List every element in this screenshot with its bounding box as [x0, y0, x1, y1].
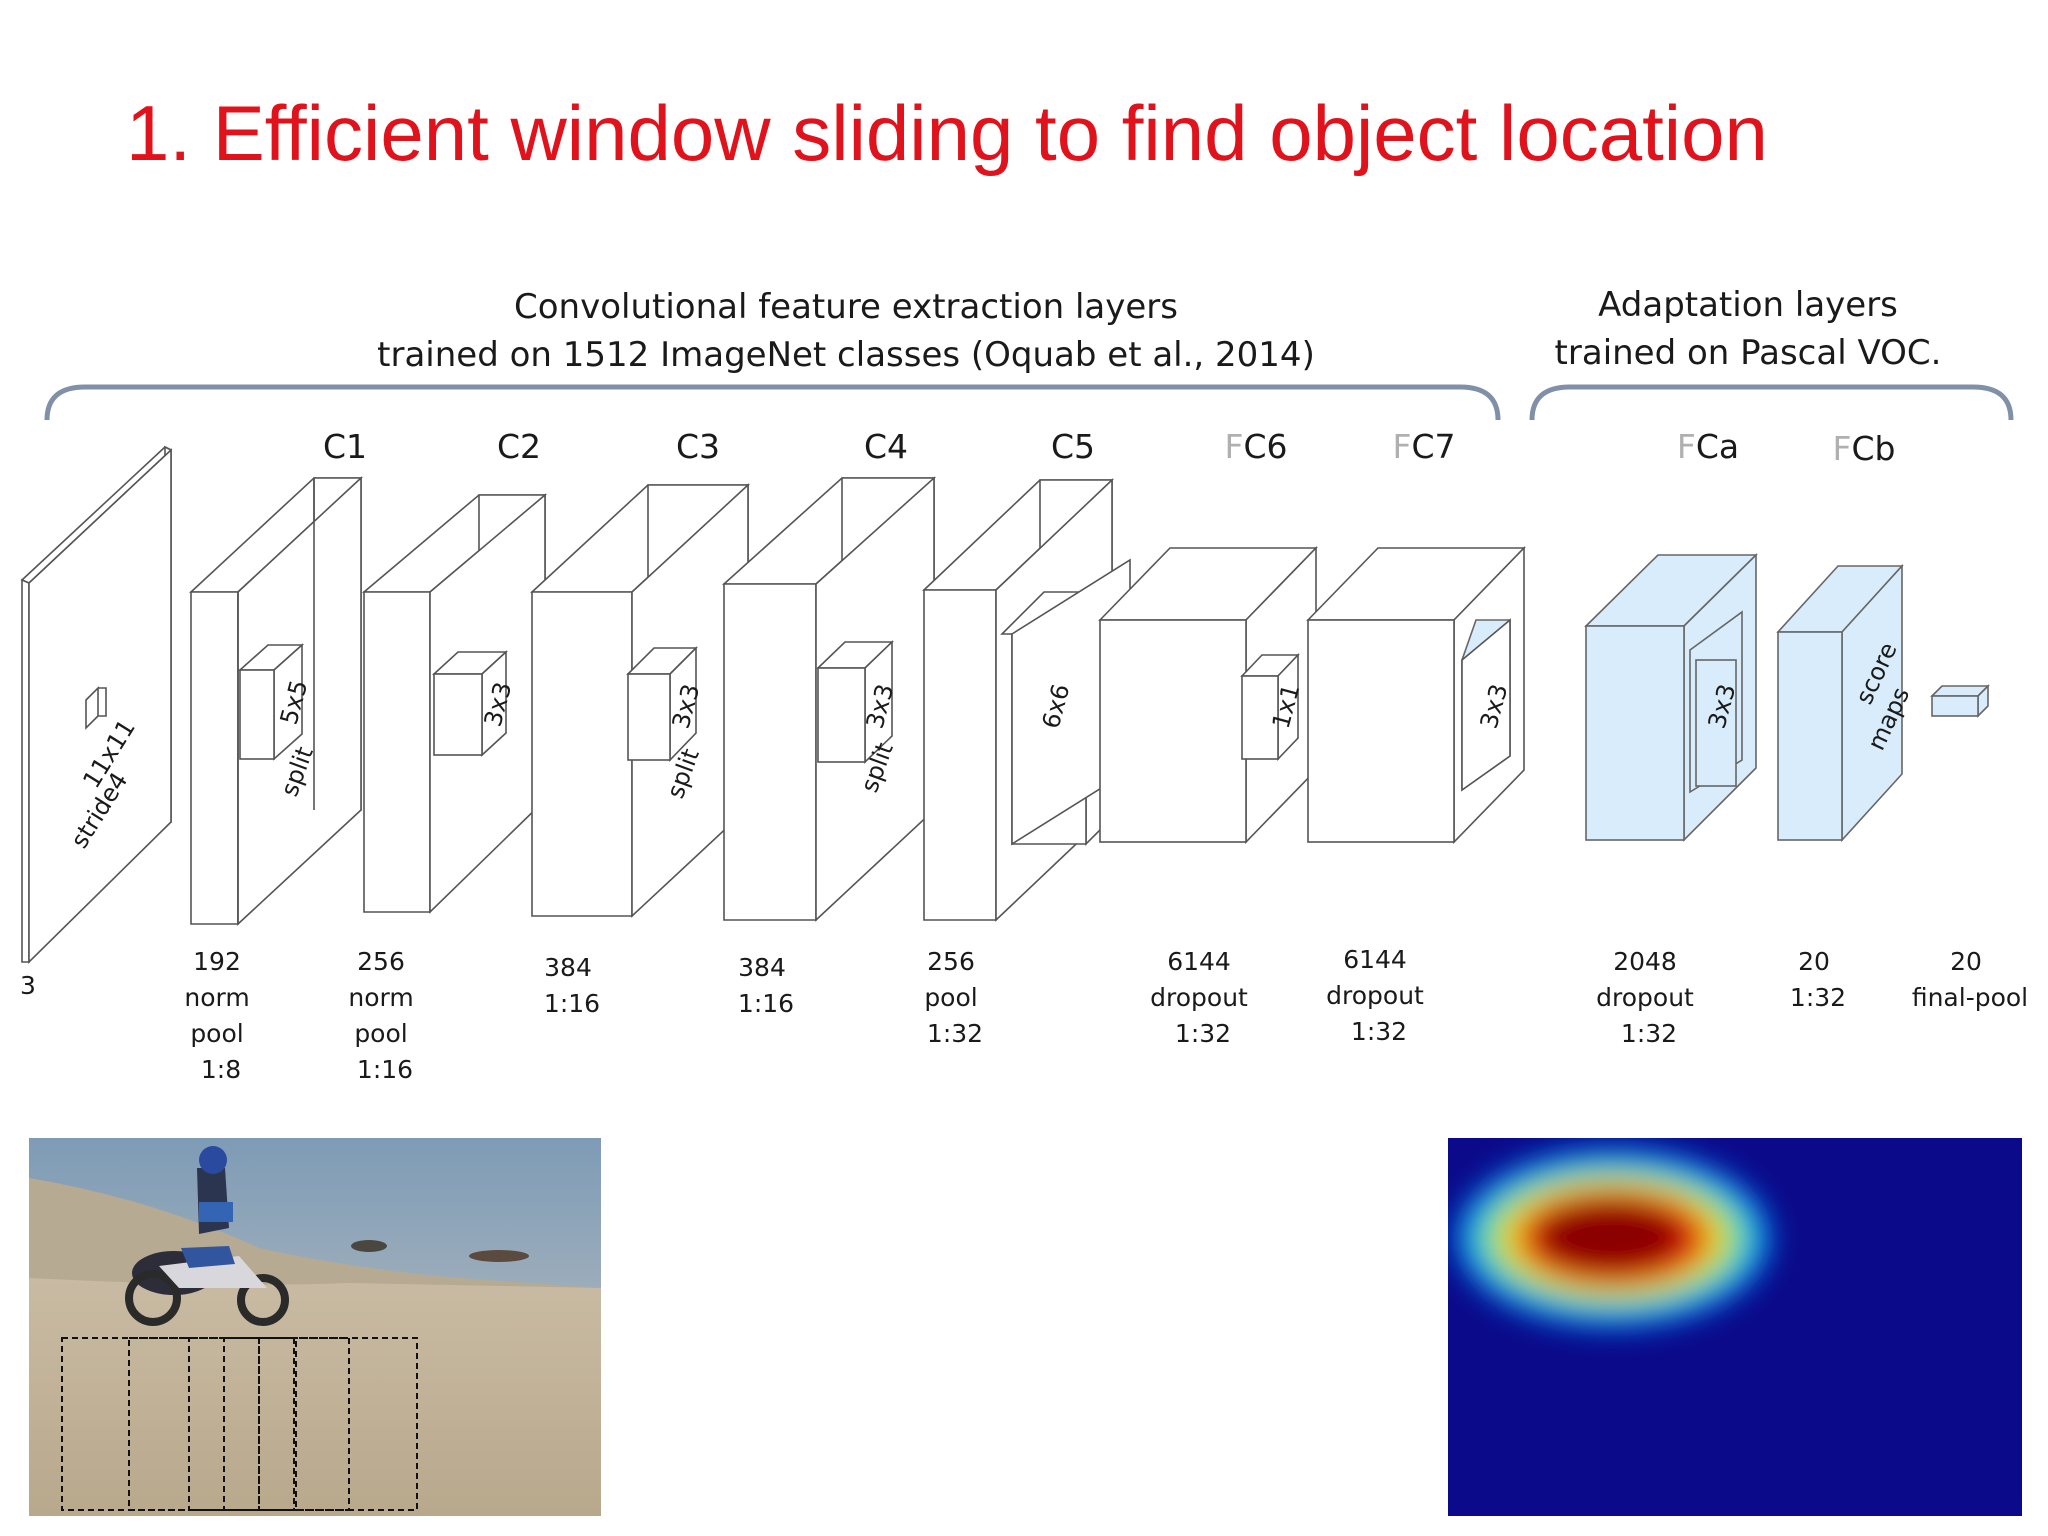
- conv-group-brace: [44, 384, 1501, 421]
- input-photo: [29, 1138, 601, 1516]
- fcb-block: score maps: [1776, 563, 1915, 843]
- layer-name-c5: C5: [1051, 427, 1095, 466]
- caption-fc7: 6144 dropout 1:32: [1326, 945, 1432, 1046]
- fc7-block: 3x3: [1306, 546, 1526, 844]
- conv-group-subtitle: trained on 1512 ImageNet classes (Oquab …: [377, 335, 1315, 375]
- fca-block: 3x3: [1584, 553, 1758, 842]
- c2-block: 3x3: [361, 493, 548, 914]
- score-heatmap: [1448, 1138, 2022, 1516]
- caption-c5: 256 pool 1:32: [924, 947, 985, 1048]
- adapt-group-title: Adaptation layers: [1598, 285, 1898, 325]
- layer-name-c4: C4: [864, 427, 908, 466]
- caption-input: 3: [20, 971, 36, 1000]
- layer-name-fc6: FC6: [1224, 427, 1287, 466]
- c5-block: 6x6: [921, 478, 1131, 922]
- caption-c4: 384 1:16: [738, 953, 794, 1018]
- input-layer: 11x11 stride4: [20, 445, 173, 964]
- layer-name-fc7: FC7: [1392, 427, 1455, 466]
- final-pool-block: [1930, 684, 1990, 718]
- caption-c3: 384 1:16: [544, 953, 600, 1018]
- caption-c1: 192 norm pool 1:8: [184, 947, 257, 1084]
- layer-name-c2: C2: [497, 427, 541, 466]
- c3-block: 3x3 split: [529, 483, 751, 918]
- adapt-group-brace: [1529, 384, 2014, 421]
- layer-name-fcb: FCb: [1833, 429, 1896, 468]
- slide-title: 1. Efficient window sliding to find obje…: [126, 89, 1768, 177]
- caption-fcb: 20 1:32: [1790, 947, 1846, 1012]
- c4-block: 3x3 split: [721, 476, 937, 922]
- conv-group-title: Convolutional feature extraction layers: [514, 287, 1178, 327]
- caption-final-pool: 20 final-pool: [1912, 947, 2028, 1012]
- caption-c2: 256 norm pool 1:16: [348, 947, 421, 1084]
- layer-name-c3: C3: [676, 427, 720, 466]
- fc6-block: 1x1: [1098, 546, 1318, 844]
- caption-fc6: 6144 dropout 1:32: [1150, 947, 1256, 1048]
- adapt-group-subtitle: trained on Pascal VOC.: [1555, 333, 1942, 373]
- c1-block: 5x5 split: [188, 476, 364, 926]
- layer-name-c1: C1: [323, 427, 367, 466]
- caption-fca: 2048 dropout 1:32: [1596, 947, 1702, 1048]
- layer-name-fca: FCa: [1677, 427, 1739, 466]
